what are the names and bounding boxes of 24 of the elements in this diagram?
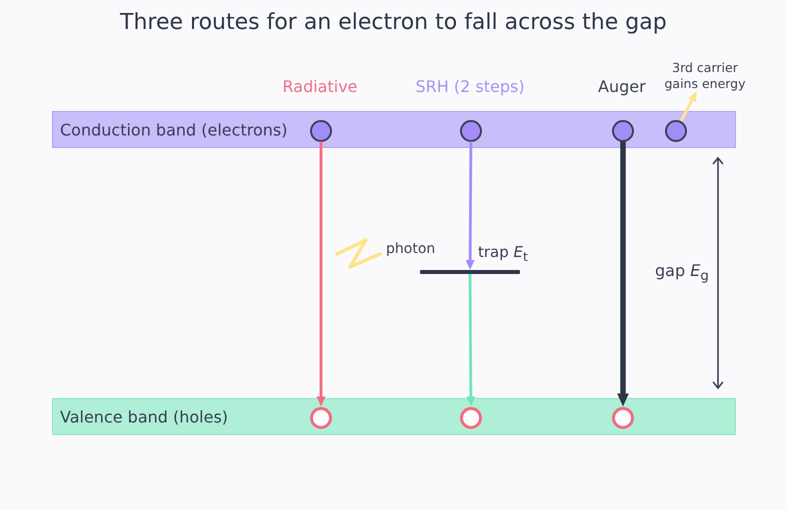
annotation: 3rd carrier gains energy	[655, 60, 755, 92]
valence-band	[52, 398, 736, 435]
arrow	[680, 91, 697, 122]
arrow	[316, 142, 326, 406]
electron-circle	[612, 120, 634, 142]
conduction-band	[52, 111, 736, 148]
title: Three routes for an electron to fall across the gap	[120, 10, 667, 35]
column-heading: Auger	[598, 77, 646, 96]
hole-circle	[612, 406, 634, 428]
band-label: Conduction band (electrons)	[60, 120, 288, 140]
hole-circle	[310, 406, 332, 428]
column-heading: SRH (2 steps)	[416, 77, 525, 96]
electron-circle	[310, 120, 332, 142]
electron-circle	[665, 120, 687, 142]
photon-label: photon	[386, 241, 436, 257]
electron-circle	[460, 120, 482, 142]
arrow	[466, 274, 476, 406]
column-heading: Radiative	[282, 77, 358, 96]
band-label: Valence band (holes)	[60, 406, 228, 426]
arrow	[466, 142, 475, 270]
gap-label: gap E$_{g}$	[655, 261, 709, 284]
trap-label: trap E$_{t}$	[478, 243, 528, 264]
arrow	[617, 142, 629, 406]
hole-circle	[460, 406, 482, 428]
